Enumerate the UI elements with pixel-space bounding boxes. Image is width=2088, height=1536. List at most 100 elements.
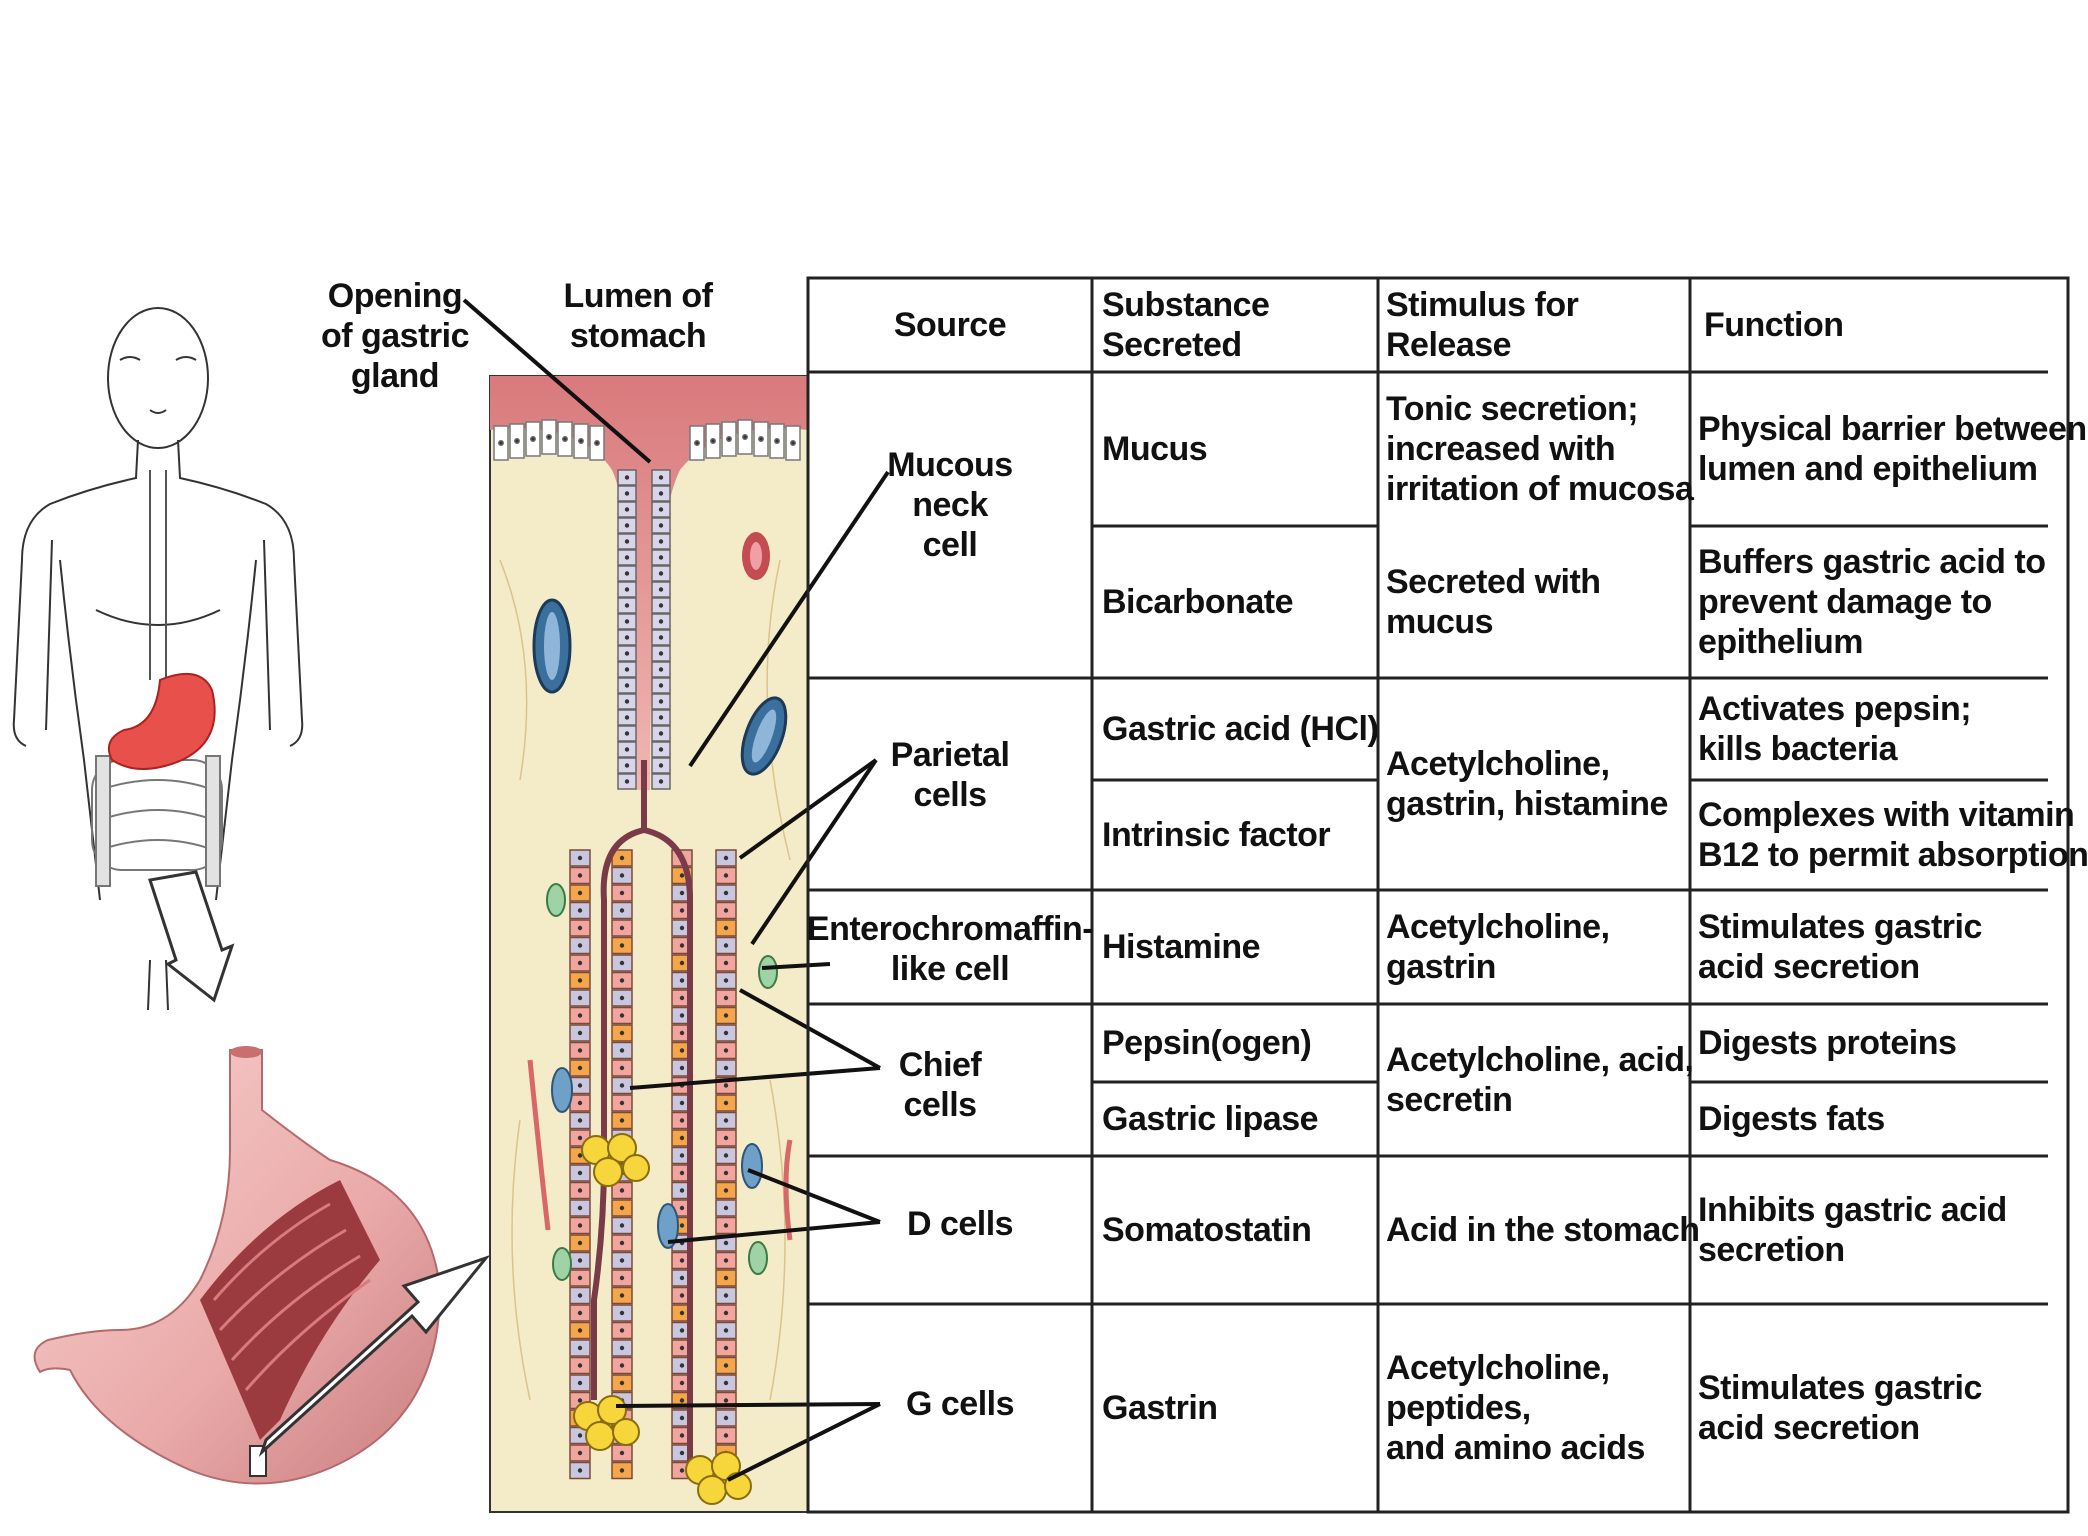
cell-nucleus bbox=[619, 1205, 625, 1211]
cell-nucleus bbox=[577, 1293, 583, 1298]
cell-nucleus bbox=[723, 1083, 729, 1088]
label-line: stomach bbox=[569, 317, 707, 355]
cell-nucleus bbox=[658, 475, 664, 480]
cell-nucleus bbox=[619, 1188, 625, 1193]
cell-nucleus bbox=[577, 943, 583, 948]
cell-nucleus bbox=[679, 1415, 685, 1421]
cell-nucleus bbox=[723, 1048, 729, 1053]
cell-nucleus bbox=[619, 890, 625, 896]
header-function: Function bbox=[1704, 278, 2048, 372]
cell-nucleus bbox=[679, 1153, 685, 1158]
cell-nucleus bbox=[619, 1030, 625, 1036]
source-line: cells bbox=[913, 776, 987, 814]
cell-nucleus bbox=[723, 925, 729, 931]
substance-cell: Gastric acid (HCl) bbox=[1102, 678, 1379, 780]
cell-nucleus bbox=[658, 619, 664, 624]
cell-nucleus bbox=[658, 555, 664, 560]
function-text: B12 to permit absorption bbox=[1698, 836, 2088, 874]
human-body-outline bbox=[12, 307, 304, 1011]
function-text: lumen and epithelium bbox=[1698, 450, 2038, 488]
cell-nucleus bbox=[577, 978, 583, 983]
cell-nucleus bbox=[679, 1100, 685, 1106]
cell-nucleus bbox=[658, 635, 664, 640]
cell-nucleus bbox=[619, 1363, 625, 1368]
cell-nucleus bbox=[624, 507, 630, 512]
cell-nucleus bbox=[679, 1433, 685, 1438]
function-text: Stimulates gastric bbox=[1698, 908, 1982, 946]
cell-nucleus bbox=[619, 855, 625, 861]
cell-nucleus bbox=[679, 1223, 685, 1228]
cell-nucleus bbox=[679, 1398, 685, 1403]
cell-nucleus bbox=[679, 1135, 685, 1141]
cell-nucleus bbox=[723, 1345, 729, 1351]
function-cell: Stimulates gastric acid secretion bbox=[1698, 890, 2048, 1004]
cell-nucleus bbox=[658, 763, 664, 768]
cell-nucleus bbox=[624, 571, 630, 576]
stimulus-cell: Secreted with mucus bbox=[1386, 526, 1686, 678]
cell-nucleus bbox=[679, 1363, 685, 1368]
cell-nucleus bbox=[658, 507, 664, 512]
cell-nucleus bbox=[619, 1065, 625, 1071]
cell-nucleus bbox=[679, 943, 685, 948]
function-text: Physical barrier between bbox=[1698, 410, 2087, 448]
cell-nucleus bbox=[577, 1275, 583, 1281]
cell-nucleus bbox=[577, 1258, 583, 1263]
source-line: Parietal bbox=[890, 736, 1010, 774]
cell-nucleus bbox=[658, 651, 664, 656]
stimulus-text: Acetylcholine, bbox=[1386, 745, 1610, 783]
cell-nucleus bbox=[619, 1450, 625, 1456]
source-parietal-cells: Parietal cells bbox=[808, 730, 1092, 820]
substance-cell: Mucus bbox=[1102, 372, 1374, 526]
cell-nucleus bbox=[577, 1433, 583, 1438]
cell-nucleus bbox=[723, 1363, 729, 1368]
label-lumen-of-stomach: Lumen of stomach bbox=[548, 276, 728, 356]
cell-nucleus bbox=[679, 1118, 685, 1123]
cell-nucleus bbox=[723, 1030, 729, 1036]
cell-nucleus bbox=[577, 855, 583, 861]
stimulus-text: gastrin, histamine bbox=[1386, 785, 1668, 823]
cell-nucleus bbox=[723, 960, 729, 966]
cell-nucleus bbox=[723, 1065, 729, 1071]
stimulus-cell: Acetylcholine, acid, secretin bbox=[1386, 1004, 1694, 1156]
cell-nucleus bbox=[742, 434, 748, 440]
source-enterochromaffin-like-cell: Enterochromaffin- like cell bbox=[806, 904, 1094, 994]
function-text: epithelium bbox=[1698, 623, 1864, 661]
cell-nucleus bbox=[658, 587, 664, 592]
stimulus-text: Acetylcholine, bbox=[1386, 908, 1610, 946]
source-line: neck bbox=[912, 486, 988, 524]
cell-nucleus bbox=[624, 555, 630, 560]
zoom-arrow-up bbox=[258, 1254, 491, 1457]
cell-nucleus bbox=[624, 715, 630, 720]
function-cell: Complexes with vitamin B12 to permit abs… bbox=[1698, 780, 2088, 890]
cell-nucleus bbox=[679, 1450, 685, 1456]
leader-lines bbox=[462, 298, 890, 1482]
cell-nucleus bbox=[679, 1013, 685, 1018]
cell-nucleus bbox=[679, 1170, 685, 1176]
cell-nucleus bbox=[577, 1310, 583, 1316]
cell-nucleus bbox=[546, 434, 552, 440]
label-line: gland bbox=[350, 357, 440, 395]
cell-nucleus bbox=[619, 1468, 625, 1473]
function-text: Activates pepsin; bbox=[1698, 690, 1972, 728]
source-line: G cells bbox=[905, 1385, 1015, 1423]
substance-text: Pepsin(ogen) bbox=[1102, 1024, 1312, 1062]
cell-nucleus bbox=[658, 571, 664, 576]
source-line: Enterochromaffin- bbox=[806, 910, 1094, 948]
cell-nucleus bbox=[679, 1275, 685, 1281]
stimulus-text: Secreted with bbox=[1386, 563, 1601, 601]
header-source: Source bbox=[808, 278, 1092, 372]
function-cell: Activates pepsin; kills bacteria bbox=[1698, 678, 2048, 780]
substance-text: Histamine bbox=[1102, 928, 1261, 966]
cell-nucleus bbox=[624, 619, 630, 624]
cell-nucleus bbox=[577, 873, 583, 878]
cell-nucleus bbox=[619, 995, 625, 1001]
cell-nucleus bbox=[619, 978, 625, 983]
label-line: of gastric bbox=[320, 317, 470, 355]
cell-nucleus bbox=[679, 1048, 685, 1053]
header-line: Release bbox=[1386, 326, 1512, 364]
cell-nucleus bbox=[658, 523, 664, 528]
cell-nucleus bbox=[619, 1293, 625, 1298]
header-stimulus: Stimulus for Release bbox=[1386, 278, 1686, 372]
cell-nucleus bbox=[723, 1205, 729, 1211]
